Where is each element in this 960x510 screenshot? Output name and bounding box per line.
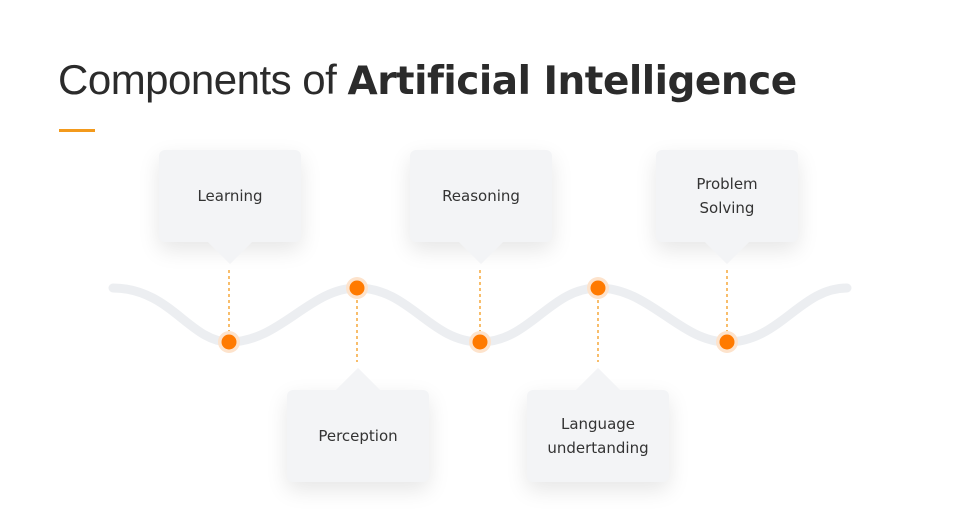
card-label: Problem Solving [696, 175, 758, 217]
card-language-understanding: Language undertanding [527, 390, 669, 482]
card-label: Learning [197, 187, 263, 205]
timeline-dots [218, 277, 738, 353]
dot-language [590, 280, 606, 296]
card-label: Reasoning [442, 187, 520, 205]
dot-perception [349, 280, 365, 296]
card-label: Language undertanding [547, 415, 649, 457]
card-label: Perception [318, 427, 398, 445]
card-reasoning: Reasoning [410, 150, 552, 242]
title-bold: Artificial Intelligence [347, 59, 798, 104]
dot-reasoning [472, 334, 488, 350]
page-title: Components of Artificial Intelligence [58, 56, 797, 104]
dot-learning [221, 334, 237, 350]
card-learning: Learning [159, 150, 301, 242]
title-accent-line [59, 129, 95, 132]
card-perception: Perception [287, 390, 429, 482]
title-light: Components of [58, 56, 348, 103]
card-problem-solving: Problem Solving [656, 150, 798, 242]
dot-problem-solving [719, 334, 735, 350]
